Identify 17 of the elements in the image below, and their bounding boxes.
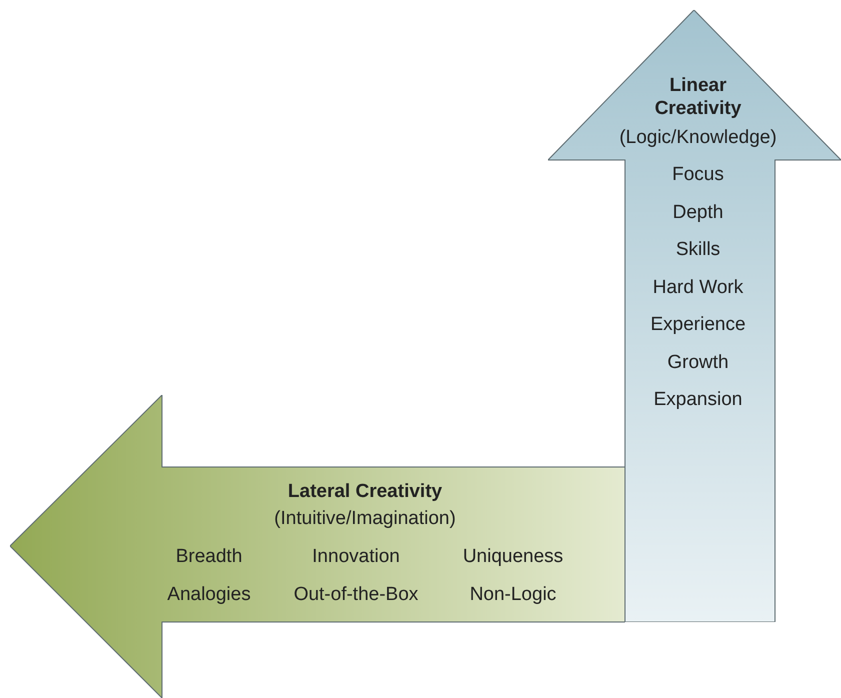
list-item: Non-Logic [468, 583, 558, 606]
list-item: Focus [671, 163, 725, 186]
list-item: Innovation [311, 545, 401, 568]
list-item: Growth [666, 350, 730, 374]
list-item: Expansion [652, 388, 744, 411]
list-item: Out-of-the-Box [292, 583, 420, 606]
list-item: Analogies [166, 583, 252, 606]
list-item: Uniqueness [462, 545, 564, 568]
arrow-heading: Lateral Creativity [286, 480, 444, 503]
arrow-subheading: (Logic/Knowledge) [618, 126, 778, 149]
list-item: Hard Work [652, 276, 744, 298]
arrow-heading: Linear Creativity [654, 74, 742, 120]
list-item: Depth [672, 200, 724, 224]
list-item: Skills [674, 238, 722, 261]
list-item: Breadth [174, 545, 244, 568]
list-item: Experience [649, 313, 747, 336]
arrow-subheading: (Intuitive/Imagination) [273, 507, 457, 530]
